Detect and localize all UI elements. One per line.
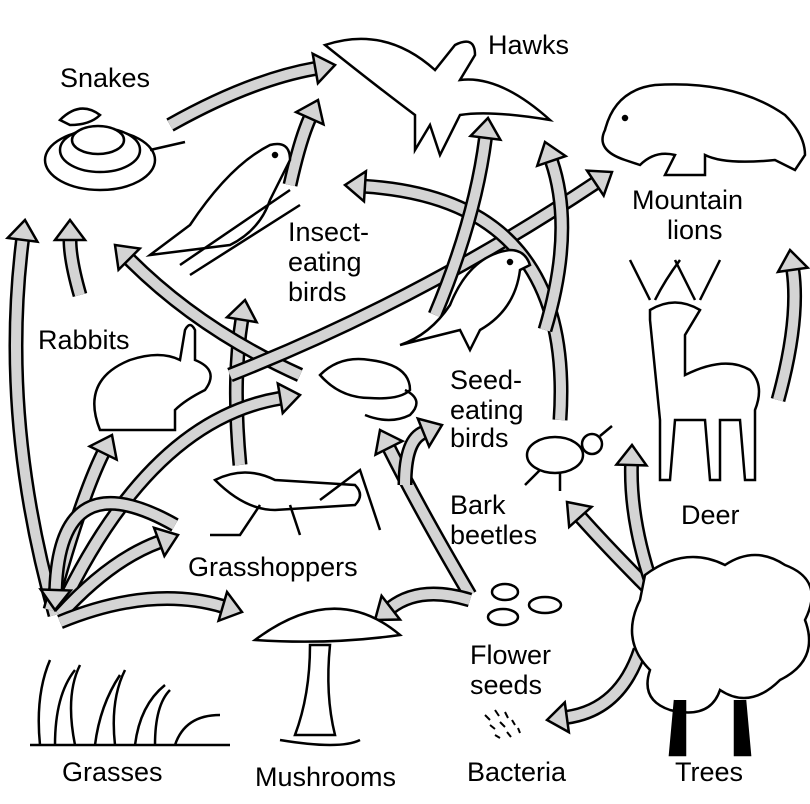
- arrow-body: [400, 427, 426, 486]
- arrowhead: [216, 589, 244, 623]
- arrowhead: [113, 243, 143, 273]
- label-insect-birds-3: birds: [288, 277, 347, 307]
- mountain-lion-icon: [601, 83, 807, 177]
- arrow-grasshoppers-to-insect-birds: [224, 297, 259, 466]
- label-grasshoppers: Grasshoppers: [188, 552, 358, 582]
- arrow-body: [285, 116, 315, 187]
- label-mountain-lions-1: Mountain: [632, 185, 744, 215]
- arrow-flower-seeds-to-seed-birds: [397, 416, 444, 486]
- arrow-body: [65, 239, 85, 297]
- grasshopper-icon: [210, 467, 382, 537]
- label-bark-beetles-2: beetles: [450, 520, 538, 550]
- arrow-flower-seeds-to-mouse: [373, 428, 477, 599]
- arrow-trees-to-deer: [613, 442, 660, 588]
- rabbit-icon: [93, 323, 212, 432]
- arrowhead: [775, 247, 810, 274]
- label-trees: Trees: [675, 757, 744, 787]
- label-seed-birds-1: Seed-: [450, 365, 523, 395]
- arrow-trees-to-bacteria: [544, 647, 648, 735]
- arrowhead: [467, 115, 503, 142]
- label-bark-beetles-1: Bark: [450, 490, 506, 520]
- arrow-grasses-to-mushrooms: [57, 589, 244, 629]
- arrow-rabbits-to-snakes: [52, 217, 88, 298]
- arrow-insect-birds-to-hawks: [282, 98, 326, 187]
- arrowhead: [565, 500, 595, 530]
- label-mushrooms: Mushrooms: [255, 762, 397, 792]
- arrowhead: [535, 140, 569, 168]
- arrow-grasses-to-grasshoppers: [54, 525, 180, 621]
- label-seed-birds-3: birds: [450, 423, 509, 453]
- arrow-body: [231, 318, 247, 466]
- arrow-grasses-to-snakes: [4, 217, 63, 618]
- arrow-body: [773, 269, 800, 402]
- arrows-layer: [4, 51, 810, 735]
- label-deer: Deer: [681, 500, 740, 530]
- flower-seeds-icon: [486, 582, 563, 627]
- insect-eating-bird-icon: [145, 142, 301, 277]
- arrowhead: [52, 217, 88, 242]
- deer-icon: [628, 259, 761, 482]
- arrowhead: [613, 442, 649, 467]
- arrow-body: [565, 648, 645, 723]
- arrowhead: [293, 98, 326, 127]
- arrowhead: [415, 416, 444, 450]
- arrowhead: [544, 699, 571, 735]
- trees-icon: [630, 553, 810, 757]
- arrow-body: [167, 63, 317, 130]
- arrowhead: [38, 588, 74, 613]
- arrowhead: [276, 381, 303, 416]
- arrow-body: [626, 464, 657, 587]
- arrow-body: [384, 445, 475, 598]
- label-flower-seeds-2: seeds: [470, 670, 543, 700]
- label-hawks: Hawks: [488, 30, 570, 60]
- grasses-icon: [30, 659, 230, 747]
- arrow-seed-birds-to-hawks: [535, 140, 570, 333]
- label-insect-birds-2: eating: [288, 247, 362, 277]
- arrow-body: [540, 159, 567, 332]
- arrow-grasshoppers-to-rabbits-side: [38, 495, 179, 613]
- arrow-grasses-to-mouse: [53, 381, 303, 614]
- snake-icon: [43, 107, 186, 192]
- arrowhead: [311, 51, 338, 86]
- arrow-flower-seeds-to-mushrooms: [373, 586, 473, 622]
- arrow-deer-to-mountain-lions: [770, 247, 810, 402]
- arrowhead: [152, 525, 180, 559]
- arrowhead: [86, 433, 119, 462]
- arrowhead: [373, 428, 406, 457]
- bark-beetle-icon: [524, 425, 613, 491]
- arrow-rabbits-to-mountain-lions: [227, 169, 614, 382]
- mouse-icon: [318, 357, 418, 422]
- arrow-body: [50, 498, 178, 591]
- seed-eating-bird-icon: [399, 248, 532, 353]
- mushroom-icon: [251, 607, 403, 747]
- arrowhead: [584, 169, 614, 199]
- arrow-body: [430, 137, 491, 317]
- arrow-trees-to-bark-beetles: [565, 500, 656, 596]
- arrowhead: [224, 297, 259, 324]
- arrow-mouse-to-hawks: [428, 115, 503, 318]
- label-insect-birds-1: Insect-: [288, 217, 370, 247]
- arrow-body: [576, 513, 654, 594]
- label-bacteria: Bacteria: [467, 757, 567, 787]
- arrowhead: [4, 217, 40, 244]
- label-rabbits: Rabbits: [38, 325, 130, 355]
- label-seed-birds-2: eating: [450, 395, 524, 425]
- arrow-body: [58, 593, 225, 627]
- arrow-snakes-to-hawks: [166, 51, 338, 132]
- label-snakes: Snakes: [60, 63, 151, 93]
- arrow-body: [228, 178, 599, 380]
- label-grasses: Grasses: [62, 757, 163, 787]
- arrow-body: [55, 393, 282, 613]
- organisms-layer: [30, 37, 810, 757]
- arrowhead: [342, 168, 368, 204]
- hawk-icon: [322, 37, 555, 159]
- arrowhead: [373, 593, 403, 622]
- arrow-body: [56, 537, 161, 619]
- label-flower-seeds-1: Flower: [470, 640, 552, 670]
- arrow-body: [387, 589, 472, 612]
- arrow-body: [10, 239, 60, 617]
- bacteria-icon: [484, 709, 521, 739]
- label-mountain-lions-2: lions: [667, 215, 723, 245]
